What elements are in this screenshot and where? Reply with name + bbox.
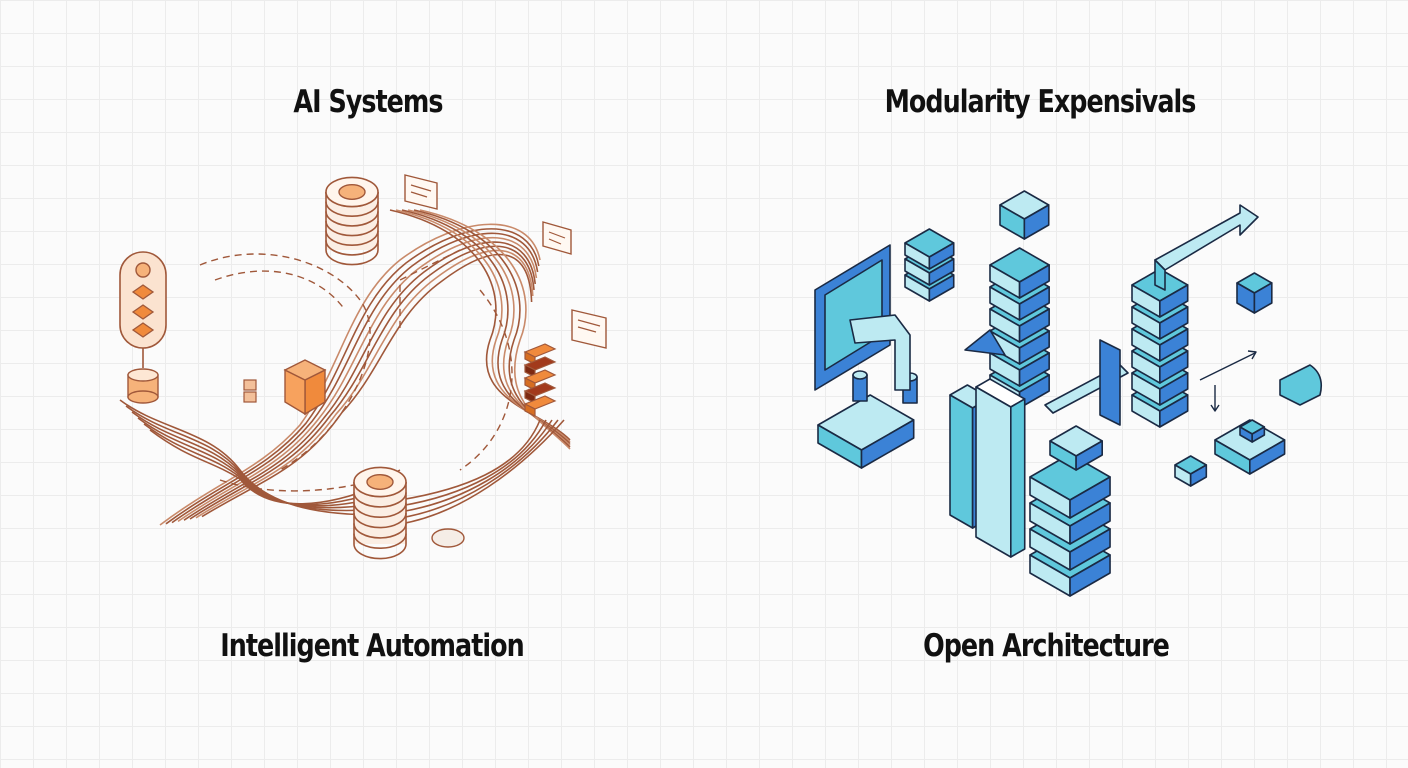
wire-path: [125, 405, 381, 512]
dashed-wire: [199, 253, 371, 471]
tower-cap: [999, 190, 1050, 240]
small-stack-layer: [904, 228, 955, 270]
base-platform: [817, 394, 915, 469]
database-cylinder-bottom: [353, 466, 407, 560]
pipe-elbow: [849, 314, 911, 391]
database-cylinder-top: [325, 176, 379, 266]
wire-path: [399, 419, 541, 501]
pillar-cylinder: [852, 370, 868, 402]
hook-piece: [1279, 364, 1323, 406]
small-database: [127, 368, 159, 404]
bottom-stack-cap: [1049, 425, 1103, 471]
node-stack-pill: [119, 251, 167, 349]
wire-path: [137, 417, 381, 507]
wire-path: [143, 423, 381, 506]
dashed-wires: [199, 249, 513, 492]
tower-layer: [989, 247, 1050, 299]
small-block: [1174, 455, 1208, 487]
orange-layer-stack: [523, 343, 557, 417]
wire-path: [399, 419, 559, 519]
title-ai-systems: AI Systems: [293, 84, 443, 120]
wire-path: [399, 419, 547, 507]
thin-arrows: [1199, 350, 1257, 412]
title-modularity: Modularity Expensivals: [884, 84, 1197, 120]
title-open-architecture: Open Architecture: [923, 628, 1170, 664]
wire-path: [171, 232, 539, 524]
wire-bundle: [119, 209, 571, 526]
triangle-shard: [964, 329, 1006, 356]
modular-architecture-illustration: [814, 190, 1323, 597]
dashed-wire: [214, 270, 346, 311]
title-intelligent-automation: Intelligent Automation: [220, 628, 524, 664]
dashed-wire: [219, 469, 401, 492]
wire-path: [119, 399, 381, 516]
wire-path: [149, 429, 381, 505]
wire-path: [201, 253, 533, 518]
wire-path: [177, 237, 538, 523]
wire-path: [195, 249, 534, 519]
wire-path: [399, 419, 553, 513]
pad-knob: [1239, 419, 1266, 443]
arrow-beam: [1154, 204, 1259, 291]
wire-path: [399, 419, 565, 525]
wire-path: [131, 411, 381, 509]
connector-node: [431, 528, 465, 548]
dashed-wire: [399, 249, 461, 330]
message-box: [571, 309, 607, 349]
dashed-wire: [459, 289, 513, 471]
orange-cube: [283, 359, 327, 416]
ladder-slab: [975, 378, 1026, 558]
ai-pipeline-illustration: [119, 174, 607, 560]
floating-cube: [1236, 272, 1273, 314]
right-tower-layer: [1131, 268, 1189, 318]
small-cubes: [243, 379, 257, 403]
wire-path: [189, 245, 535, 520]
message-box: [542, 221, 572, 255]
bottom-stack-layer: [1029, 453, 1111, 519]
message-box: [404, 174, 438, 210]
connector-bar: [1044, 339, 1129, 426]
wire-path: [165, 228, 540, 525]
